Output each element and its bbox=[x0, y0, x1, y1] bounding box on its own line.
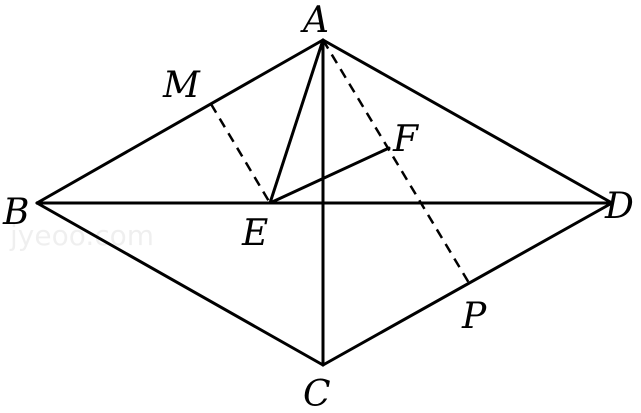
segment-ab bbox=[35, 38, 325, 205]
label-f: F bbox=[392, 119, 420, 160]
segment-cd bbox=[321, 201, 614, 367]
label-b: B bbox=[2, 192, 29, 233]
segment-ef bbox=[268, 146, 391, 205]
dashed-segment-me bbox=[209, 103, 272, 204]
segment-ad bbox=[321, 38, 614, 205]
dashed-segment-ap bbox=[321, 39, 471, 284]
label-a: A bbox=[300, 0, 329, 41]
label-m: M bbox=[162, 65, 201, 106]
label-p: P bbox=[461, 296, 487, 337]
label-d: D bbox=[604, 186, 634, 227]
label-c: C bbox=[303, 374, 331, 413]
segment-bc bbox=[35, 201, 325, 367]
label-e: E bbox=[241, 213, 268, 254]
watermark: jyeoo.com bbox=[9, 219, 154, 252]
segment-ae bbox=[268, 38, 325, 205]
